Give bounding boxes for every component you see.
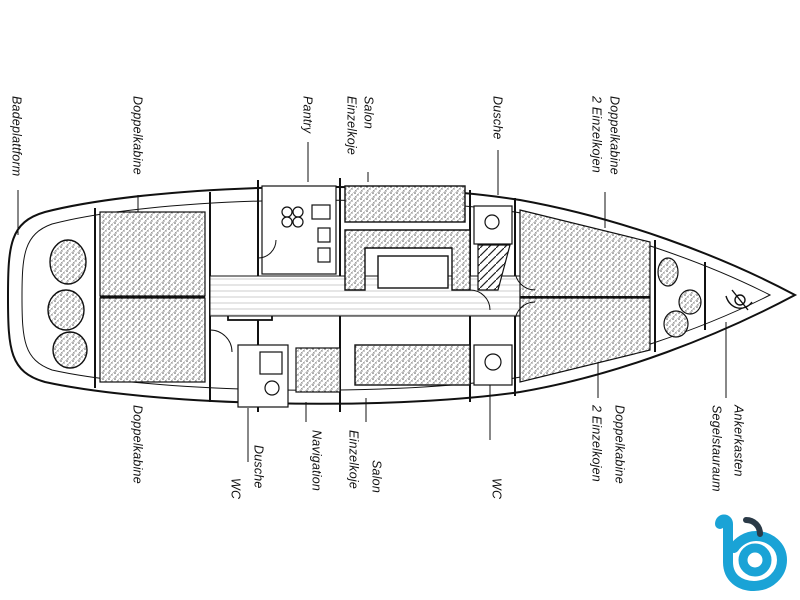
label-einzelkoje-bottom: Einzelkoje [346, 430, 361, 489]
wc-aft [237, 344, 289, 408]
logo-icon [715, 514, 788, 592]
leader-lines-bottom [247, 322, 727, 462]
label-einzelkoje-top: Einzelkoje [344, 96, 359, 155]
label-doppelkabine-aft-bottom: Doppelkabine [130, 405, 145, 484]
label-segelstauraum: Segelstauraum [709, 405, 724, 492]
label-badeplattform: Badeplattform [9, 96, 24, 177]
saloon-settee [344, 185, 471, 386]
sail-bags [657, 257, 702, 338]
fwd-berths [519, 209, 651, 383]
wc-mid [473, 344, 513, 386]
label-navigation: Navigation [309, 430, 324, 492]
label-wc-bottom: WC [228, 478, 243, 500]
label-ankerkasten: Ankerkasten [731, 405, 746, 477]
label-doppelkabine-aft-top: Doppelkabine [130, 96, 145, 175]
pantry-area [261, 185, 337, 275]
aft-berths [99, 211, 206, 383]
anchor-icon [725, 289, 753, 311]
label-einzelkojen-fwd-bottom: 2 Einzelkojen [589, 405, 604, 482]
label-pantry: Pantry [300, 96, 315, 134]
door-swings [209, 239, 536, 353]
leader-lines-top [17, 142, 606, 235]
label-wc-mid: WC [489, 478, 504, 500]
label-doppelkabine-fwd-bottom: Doppelkabine [612, 405, 627, 484]
shower-steps [473, 205, 513, 291]
label-dusche-bottom: Dusche [251, 445, 266, 489]
label-doppelkabine-fwd-top: Doppelkabine [607, 96, 622, 175]
label-salon-top: Salon [361, 96, 376, 129]
label-salon-bottom: Salon [369, 460, 384, 493]
label-einzelkojen-fwd-top: 2 Einzelkojen [589, 96, 604, 173]
label-dusche-top: Dusche [490, 96, 505, 140]
fender-group [47, 239, 88, 369]
navigation-desk [295, 347, 341, 393]
